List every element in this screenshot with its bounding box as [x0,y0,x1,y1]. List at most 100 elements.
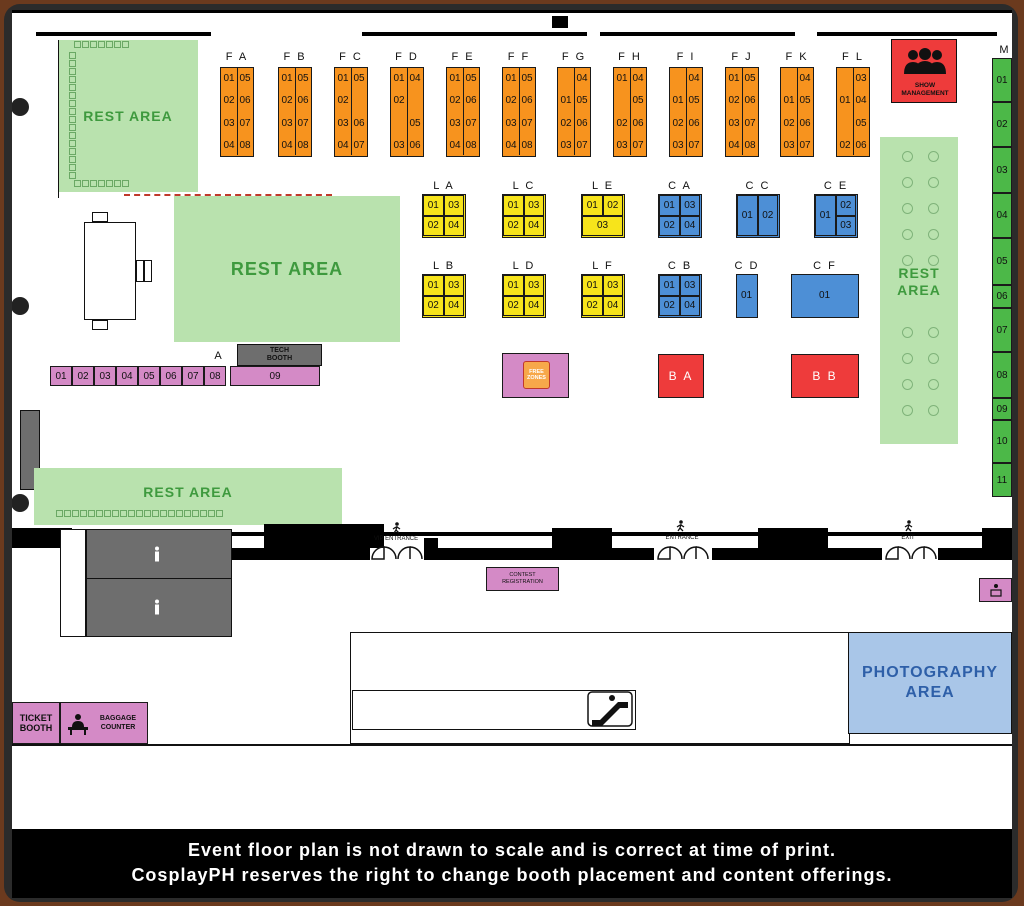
booth-cell[interactable]: 04 [223,140,235,152]
booth-cell[interactable]: 01 [659,195,680,216]
booth-cell[interactable]: 03 [855,72,867,84]
booth-cell[interactable]: 06 [744,95,756,107]
booth-cell[interactable]: 05 [576,95,588,107]
booth-cell[interactable]: 03 [393,140,405,152]
booth-cell[interactable]: 03 [523,195,544,216]
booth-cell[interactable]: 02 [503,215,524,236]
booth-cell[interactable]: 03 [443,195,464,216]
zones-booth[interactable]: FREE ZONES [502,353,569,398]
booth-cell[interactable]: 02 [659,215,680,236]
info-booth[interactable] [979,578,1012,602]
booth-cell[interactable]: 04 [409,72,421,84]
booth-cell[interactable]: 02 [582,295,603,316]
booth-cell[interactable]: 08 [297,140,309,152]
booth-cell[interactable]: 01 [503,195,524,216]
booth-cell[interactable]: 02 [423,295,444,316]
booth-m-03[interactable]: 03 [992,147,1012,193]
booth-cell[interactable]: 01 [281,72,293,84]
booth-cell[interactable]: 03 [728,117,740,129]
booth-cell[interactable]: 06 [799,117,811,129]
booth-cell[interactable]: 02 [423,215,444,236]
booth-cell[interactable]: 01 [582,195,603,216]
booth-cell[interactable]: 02 [281,95,293,107]
booth-cell[interactable]: 06 [465,95,477,107]
booth-cell[interactable]: 06 [297,95,309,107]
booth-cell[interactable]: 05 [239,72,251,84]
booth-a-08[interactable]: 08 [204,366,226,386]
booth-cell[interactable]: 05 [409,117,421,129]
booth-cell[interactable]: 02 [783,117,795,129]
booth-cell[interactable]: 01 [423,275,444,296]
booth-cell[interactable]: 01 [582,275,603,296]
booth-cell[interactable]: 04 [679,295,700,316]
booth-cell[interactable]: 02 [337,95,349,107]
booth-cell[interactable]: 08 [521,140,533,152]
booth-cell[interactable]: 01 [815,195,836,236]
booth-a-02[interactable]: 02 [72,366,94,386]
booth-cell[interactable]: 01 [393,72,405,84]
booth-cell[interactable]: 08 [744,140,756,152]
booth-m-08[interactable]: 08 [992,352,1012,398]
booth-cell[interactable]: 07 [297,117,309,129]
booth-cell[interactable]: 01 [740,290,753,301]
booth-cell[interactable]: 05 [353,72,365,84]
ticket-booth[interactable]: TICKET BOOTH [12,702,60,744]
tech-booth[interactable]: TECH BOOTH [237,344,322,366]
booth-cell[interactable]: 01 [505,72,517,84]
booth-cell[interactable]: 04 [337,140,349,152]
booth-cell[interactable]: 03 [602,275,623,296]
booth-cell[interactable]: 03 [281,117,293,129]
booth-cell[interactable]: 03 [582,215,623,236]
booth-cell[interactable]: 04 [523,215,544,236]
booth-a-05[interactable]: 05 [138,366,160,386]
booth-cell[interactable]: 04 [602,295,623,316]
booth-cell[interactable]: 07 [239,117,251,129]
booth-a-06[interactable]: 06 [160,366,182,386]
booth-cell[interactable]: 07 [576,140,588,152]
booth-cell[interactable]: 03 [443,275,464,296]
booth-cell[interactable]: 02 [505,95,517,107]
booth-cell[interactable]: 01 [337,72,349,84]
booth-m-06[interactable]: 06 [992,285,1012,308]
booth-cell[interactable]: 03 [337,117,349,129]
booth-cell[interactable]: 02 [223,95,235,107]
booth-cell[interactable]: 02 [728,95,740,107]
booth-cell[interactable]: 01 [223,72,235,84]
booth-ba[interactable]: B A [658,354,704,398]
booth-cell[interactable]: 02 [672,117,684,129]
booth-cell[interactable]: 06 [409,140,421,152]
booth-cell[interactable]: 02 [839,140,851,152]
booth-cell[interactable]: 07 [688,140,700,152]
booth-cell[interactable]: 08 [465,140,477,152]
booth-cell[interactable]: 07 [521,117,533,129]
booth-cell[interactable]: 04 [281,140,293,152]
booth-m-07[interactable]: 07 [992,308,1012,352]
booth-cell[interactable]: 03 [679,275,700,296]
booth-cell[interactable]: 05 [521,72,533,84]
booth-a-04[interactable]: 04 [116,366,138,386]
booth-cell[interactable]: 02 [757,195,778,236]
booth-cell[interactable]: 04 [679,215,700,236]
booth-cell[interactable]: 01 [672,95,684,107]
booth-cell[interactable]: 04 [443,295,464,316]
booth-m-10[interactable]: 10 [992,420,1012,463]
booth-cell[interactable]: 06 [688,117,700,129]
booth-cell[interactable]: 04 [855,95,867,107]
booth-cell[interactable]: 02 [602,195,623,216]
baggage-counter[interactable]: BAGGAGE COUNTER [60,702,148,744]
booth-cell[interactable]: 03 [679,195,700,216]
booth-cell[interactable]: 06 [576,117,588,129]
show-management[interactable]: SHOW MANAGEMENT [891,39,957,103]
booth-cell[interactable]: 05 [297,72,309,84]
booth-m-02[interactable]: 02 [992,102,1012,147]
booth-cell[interactable]: 03 [616,140,628,152]
booth-cell[interactable]: 05 [744,72,756,84]
booth-cell[interactable]: 07 [632,140,644,152]
booth-cell[interactable]: 03 [223,117,235,129]
booth-cell[interactable]: 03 [505,117,517,129]
booth-cell[interactable]: 01 [659,275,680,296]
booth-cell[interactable]: 03 [835,215,856,236]
booth-m-09[interactable]: 09 [992,398,1012,420]
booth-cell[interactable]: 03 [449,117,461,129]
booth-cell[interactable]: 03 [523,275,544,296]
